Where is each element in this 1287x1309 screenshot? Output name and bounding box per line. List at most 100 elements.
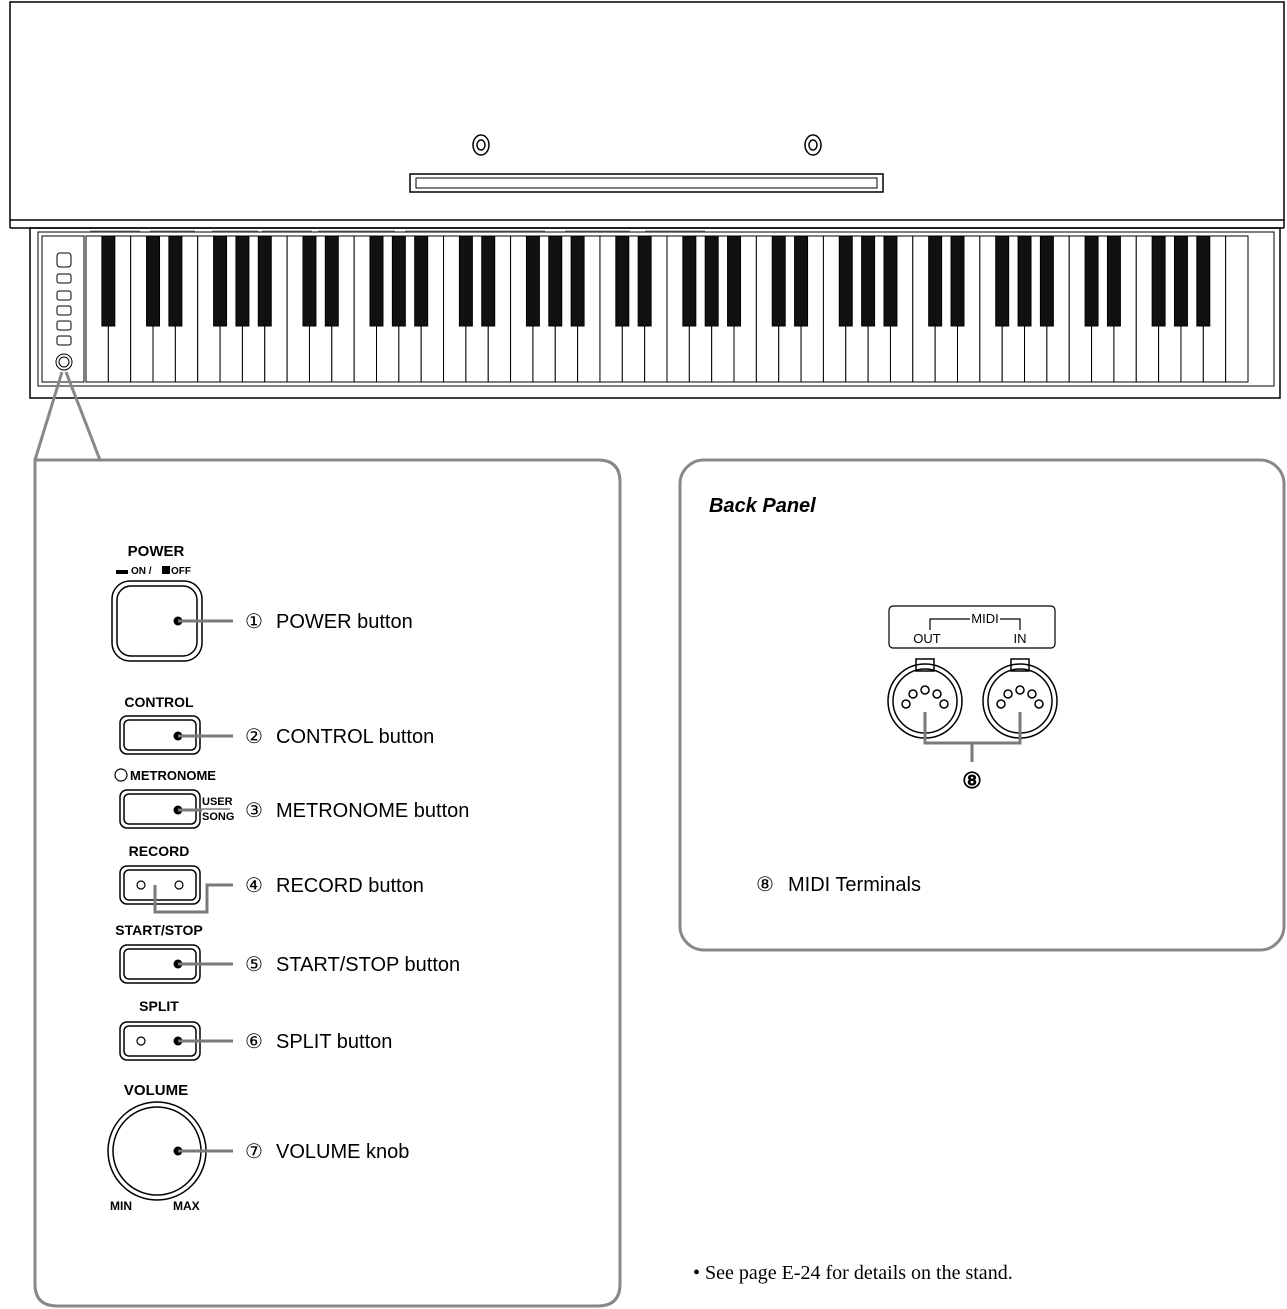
black-key — [369, 235, 384, 327]
midi-label-box — [888, 605, 1056, 649]
volume-heading: VOLUME — [124, 1082, 188, 1099]
start-stop-callout-text: START/STOP button — [276, 954, 460, 976]
record-callout-line — [153, 883, 233, 914]
control-heading: CONTROL — [124, 694, 194, 710]
black-key — [1151, 235, 1166, 327]
black-key — [883, 235, 898, 327]
metronome-heading: METRONOME — [130, 768, 216, 783]
black-key — [168, 235, 183, 327]
start-stop-heading: START/STOP — [115, 922, 202, 938]
black-key — [1173, 235, 1188, 327]
black-key — [257, 235, 272, 327]
power-callout-line — [173, 616, 233, 626]
black-key — [861, 235, 876, 327]
black-key — [302, 235, 317, 327]
midi-label: MIDI — [971, 611, 998, 626]
black-key — [727, 235, 742, 327]
volume-callout-line — [173, 1146, 233, 1156]
control-callout-number: ② — [245, 726, 263, 748]
black-key — [481, 235, 496, 327]
black-key — [1196, 235, 1211, 327]
black-key — [1017, 235, 1032, 327]
record-button[interactable] — [119, 865, 201, 905]
back-panel-frame — [678, 458, 1286, 952]
power-heading: POWER — [128, 543, 185, 560]
record-callout-number: ④ — [245, 875, 263, 897]
black-key — [794, 235, 809, 327]
volume-callout-text: VOLUME knob — [276, 1141, 409, 1163]
black-key — [324, 235, 339, 327]
mini-control-strip — [55, 252, 73, 371]
black-keys — [101, 235, 1211, 327]
back-panel-title: Back Panel — [709, 495, 816, 517]
black-key — [838, 235, 853, 327]
black-key — [414, 235, 429, 327]
volume-callout-number: ⑦ — [245, 1141, 263, 1163]
black-key — [570, 235, 585, 327]
midi-caption-number: ⑧ — [756, 874, 774, 896]
black-key — [1106, 235, 1121, 327]
white-key — [1225, 235, 1249, 383]
control-panel-frame — [33, 458, 622, 1308]
lid-knob-right — [804, 134, 822, 156]
metronome-side-label-top: USER — [202, 796, 233, 808]
volume-min-label: MIN — [110, 1199, 132, 1213]
zoom-lines — [33, 371, 102, 460]
power-callout-text: POWER button — [276, 611, 413, 633]
metronome-callout-line — [173, 805, 202, 815]
keyboard-body — [29, 227, 1281, 399]
power-off-marker — [116, 570, 128, 574]
footnote: • See page E-24 for details on the stand… — [693, 1262, 1013, 1284]
black-key — [928, 235, 943, 327]
midi-callout-number: ⑧ — [962, 768, 982, 793]
black-key — [995, 235, 1010, 327]
metronome-side-label-bottom: SONG — [202, 811, 234, 823]
black-key — [1039, 235, 1054, 327]
black-key — [146, 235, 161, 327]
black-key — [525, 235, 540, 327]
black-key — [101, 235, 116, 327]
midi-in-label: IN — [1014, 631, 1027, 646]
record-callout-text: RECORD button — [276, 875, 424, 897]
record-heading: RECORD — [129, 843, 190, 859]
black-key — [615, 235, 630, 327]
record-lamp-right — [174, 880, 184, 890]
metronome-indicator-lamp — [114, 768, 128, 782]
start-stop-callout-number: ⑤ — [245, 954, 263, 976]
split-callout-line — [173, 1036, 233, 1046]
black-key — [213, 235, 228, 327]
black-key — [682, 235, 697, 327]
split-callout-number: ⑥ — [245, 1031, 263, 1053]
black-key — [704, 235, 719, 327]
power-on-marker — [162, 566, 170, 574]
split-callout-text: SPLIT button — [276, 1031, 392, 1053]
midi-caption-text: MIDI Terminals — [788, 874, 921, 896]
black-key — [771, 235, 786, 327]
midi-out-label: OUT — [913, 631, 941, 646]
split-heading: SPLIT — [139, 998, 179, 1014]
music-rest — [409, 173, 884, 193]
lid-knob-left — [472, 134, 490, 156]
control-callout-line — [173, 731, 233, 741]
black-key — [458, 235, 473, 327]
black-key — [548, 235, 563, 327]
power-on-label: ON / — [131, 566, 152, 577]
power-off-label: OFF — [171, 566, 191, 577]
black-key — [235, 235, 250, 327]
midi-callout-bracket — [923, 712, 1022, 762]
black-key — [1084, 235, 1099, 327]
piano-illustration — [9, 1, 1285, 460]
split-lamp — [136, 1036, 146, 1046]
start-stop-callout-line — [173, 959, 233, 969]
black-key — [391, 235, 406, 327]
black-key — [950, 235, 965, 327]
power-callout-number: ① — [245, 611, 263, 633]
mini-volume-knob — [55, 353, 73, 371]
metronome-callout-number: ③ — [245, 800, 263, 822]
control-callout-text: CONTROL button — [276, 726, 434, 748]
metronome-callout-text: METRONOME button — [276, 800, 469, 822]
volume-max-label: MAX — [173, 1199, 200, 1213]
record-lamp-left — [136, 880, 146, 890]
black-key — [637, 235, 652, 327]
